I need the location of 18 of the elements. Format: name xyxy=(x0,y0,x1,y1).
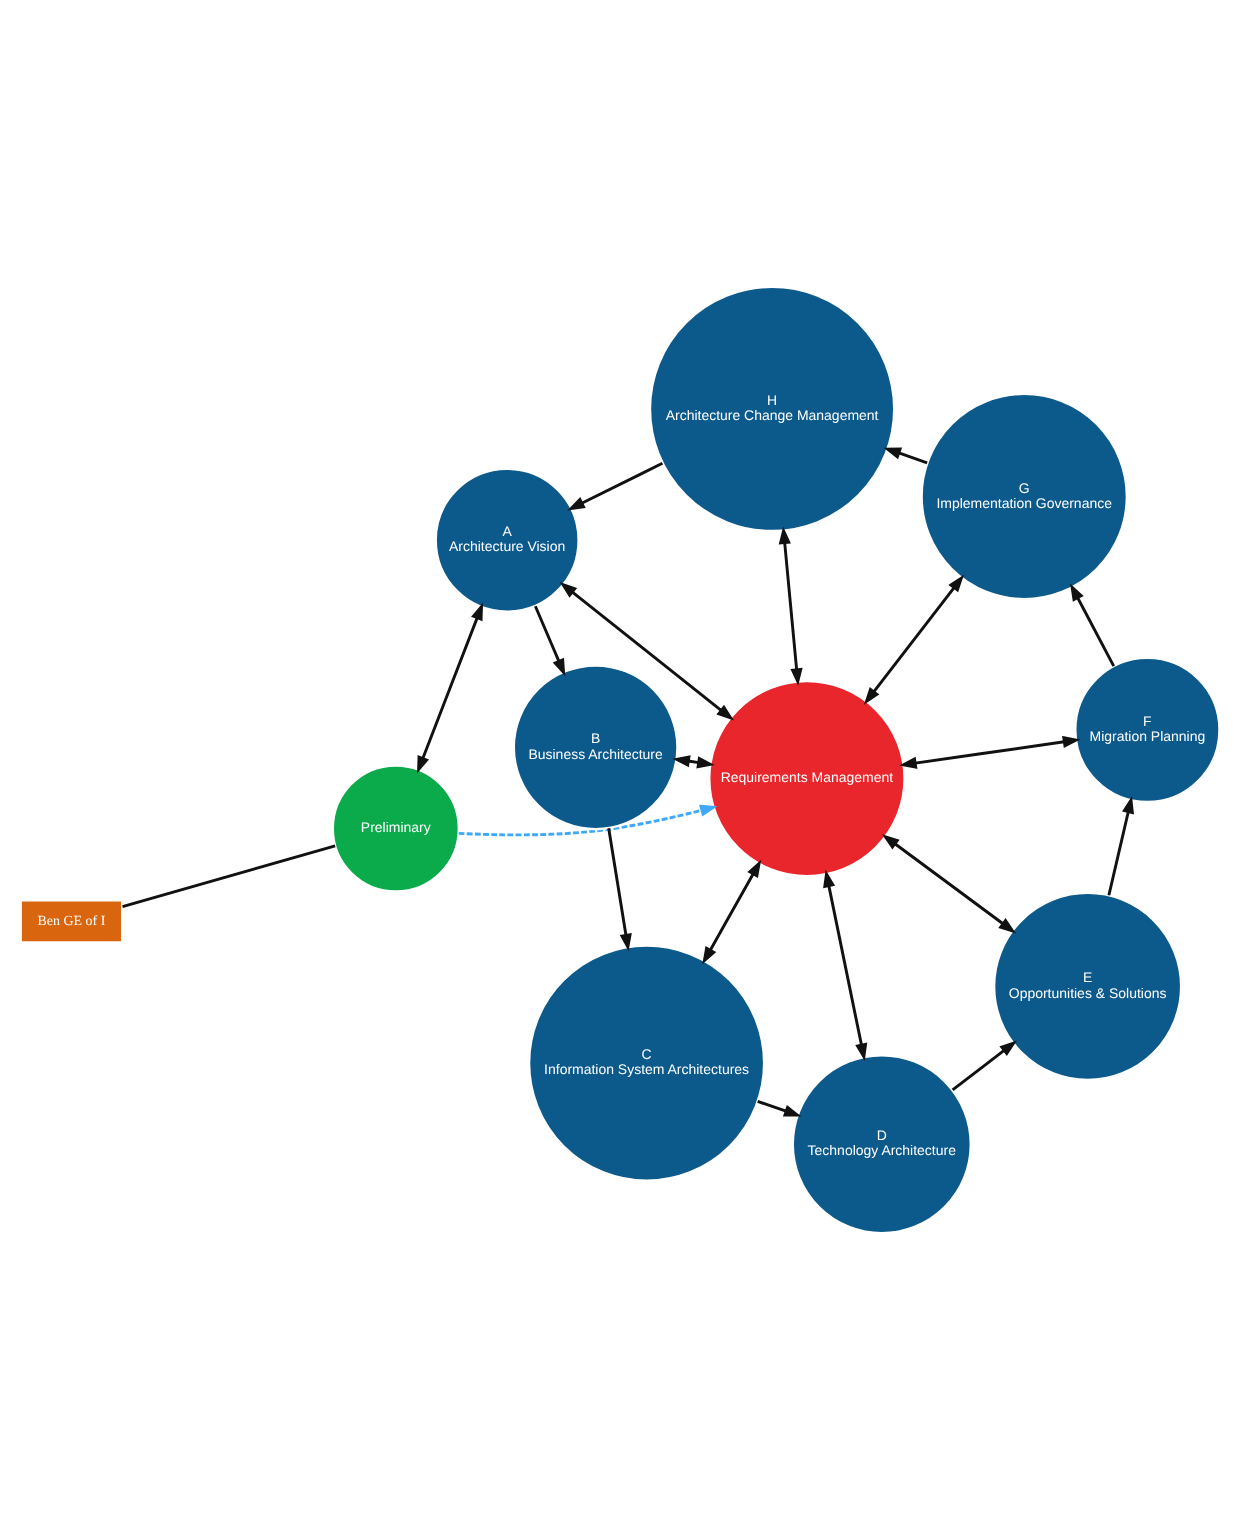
arrow xyxy=(757,1100,802,1117)
arrow xyxy=(702,859,762,965)
arrow xyxy=(778,526,803,686)
arrow xyxy=(1070,583,1115,667)
arrow xyxy=(863,574,964,705)
arrow xyxy=(883,447,928,465)
connector xyxy=(122,844,336,909)
arrow xyxy=(567,461,664,511)
arrow xyxy=(534,605,566,677)
arrow xyxy=(823,869,868,1062)
arrow xyxy=(559,581,734,721)
arrow xyxy=(417,602,484,774)
arrow xyxy=(881,834,1017,934)
arrow xyxy=(899,735,1081,769)
arrow xyxy=(458,804,718,837)
arrow xyxy=(607,828,632,952)
arrow xyxy=(1107,795,1134,896)
arrow xyxy=(951,1040,1017,1092)
